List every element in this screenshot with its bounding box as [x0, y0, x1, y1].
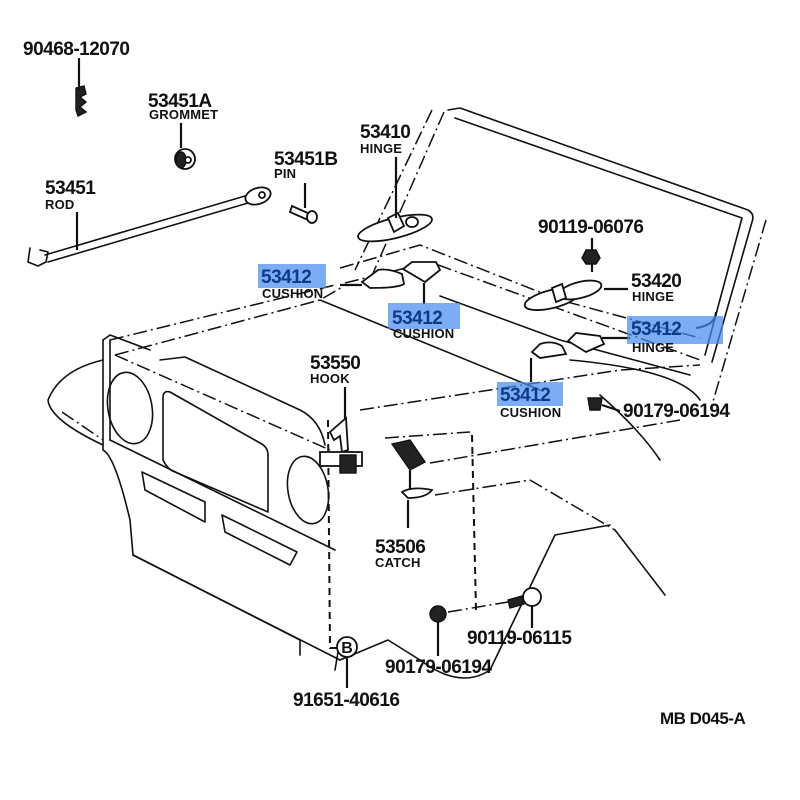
part-label-53451a[interactable]: 53451A GROMMET — [148, 91, 218, 122]
part-name: ROD — [45, 197, 75, 212]
part-label-90179-06194-right[interactable]: 90179-06194 — [623, 401, 731, 422]
part-number: 53412 — [392, 308, 442, 329]
rod-part — [27, 186, 272, 267]
part-label-53451b[interactable]: 53451B PIN — [274, 149, 338, 181]
nut-lower-part — [429, 605, 447, 623]
part-label-90468-12070[interactable]: 90468-12070 — [23, 39, 130, 60]
bolt-marker-label: B — [341, 640, 353, 657]
part-number: 53412 — [261, 267, 311, 288]
part-label-53412-cushion-c[interactable]: 53412 CUSHION — [500, 385, 561, 420]
part-number: 53410 — [360, 122, 410, 143]
cushion-4 — [566, 332, 606, 354]
part-label-53410[interactable]: 53410 HINGE — [360, 122, 411, 156]
part-name: CATCH — [375, 555, 421, 570]
part-number: 53506 — [375, 537, 425, 558]
part-number: 53412 — [500, 385, 550, 406]
hinge-left-part — [357, 211, 433, 243]
part-name: CUSHION — [500, 405, 561, 420]
part-label-53420[interactable]: 53420 HINGE — [631, 271, 682, 304]
part-number: 53420 — [631, 271, 681, 292]
diagram-code: MB D045-A — [660, 709, 745, 728]
hinge-right-part — [523, 279, 603, 311]
front-grille-panel — [47, 334, 341, 671]
pin-part — [288, 204, 318, 224]
part-number: 90179-06194 — [623, 401, 730, 422]
part-label-91651-40616[interactable]: 91651-40616 — [293, 690, 400, 711]
cushion-2 — [401, 261, 442, 284]
grommet-part — [174, 148, 196, 170]
part-label-90119-06115[interactable]: 90119-06115 — [467, 628, 573, 649]
part-number: 90179-06194 — [385, 657, 492, 678]
part-name: GROMMET — [149, 107, 218, 122]
leader-lines — [75, 58, 718, 688]
part-label-53412-cushion-b[interactable]: 53412 CUSHION — [392, 308, 454, 341]
part-label-90179-06194-lower[interactable]: 90179-06194 — [385, 657, 493, 678]
cushion-3 — [530, 341, 568, 359]
part-name: CUSHION — [393, 326, 454, 341]
bolt-lower-part — [447, 587, 542, 613]
part-label-53506[interactable]: 53506 CATCH — [375, 537, 426, 570]
part-label-53451[interactable]: 53451 ROD — [45, 178, 97, 212]
nut-right-part — [587, 397, 603, 411]
part-number: 90468-12070 — [23, 39, 130, 60]
highlight-53412-b — [388, 303, 460, 329]
highlight-53412-d — [497, 382, 563, 406]
clip-part — [75, 85, 88, 117]
highlight-53412-a — [258, 264, 326, 288]
part-name: CUSHION — [262, 286, 323, 301]
part-name: HINGE — [632, 289, 674, 304]
hook-part — [319, 416, 363, 474]
part-number: 53412 — [631, 319, 681, 340]
bolt-marker: B — [336, 636, 358, 658]
part-label-53550[interactable]: 53550 HOOK — [310, 353, 361, 386]
part-number: 90119-06115 — [467, 628, 572, 649]
highlight-53412-c — [627, 316, 723, 344]
part-number: 90119-06076 — [538, 217, 643, 238]
part-number: 91651-40616 — [293, 690, 400, 711]
part-name: HOOK — [310, 371, 350, 386]
part-name: HINGE — [360, 141, 402, 156]
part-label-53412-hinge[interactable]: 53412 HINGE — [631, 319, 682, 355]
part-label-53412-cushion-a[interactable]: 53412 CUSHION — [261, 267, 323, 301]
part-label-90119-06076[interactable]: 90119-06076 — [538, 217, 644, 238]
part-name: HINGE — [632, 340, 674, 355]
part-number: 53451A — [148, 91, 212, 112]
part-number: 53550 — [310, 353, 360, 374]
cushion-1 — [360, 268, 406, 289]
part-name: PIN — [274, 166, 296, 181]
part-number: 53451B — [274, 149, 338, 170]
cowl-lines — [327, 419, 681, 679]
part-number: 53451 — [45, 178, 96, 199]
catch-part — [390, 439, 434, 499]
bolt-upper-part — [581, 249, 601, 272]
